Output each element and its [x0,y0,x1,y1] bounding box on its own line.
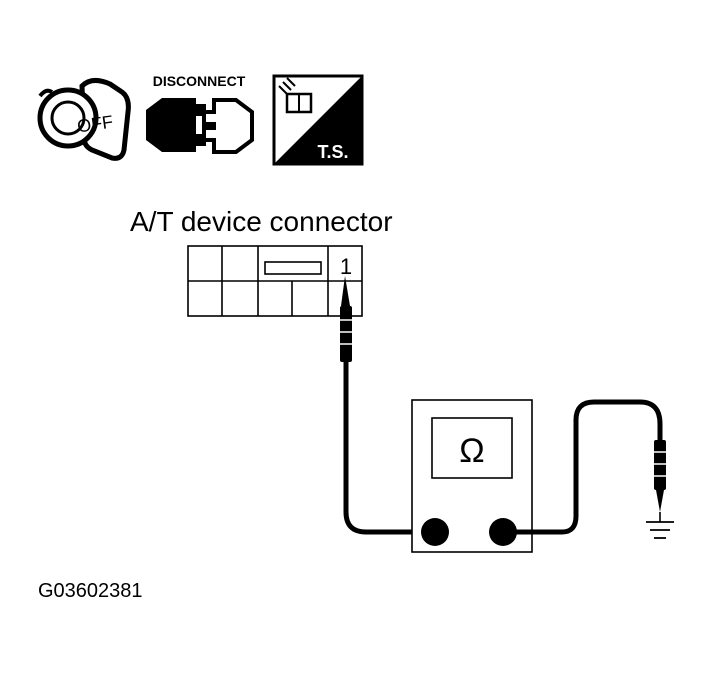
disconnect-connector-icon: DISCONNECT [146,73,254,154]
left-probe [340,276,434,535]
connector-title: A/T device connector [130,206,393,237]
meter-terminal-left [421,518,449,546]
ground-probe [503,399,666,535]
at-device-connector: 1 [187,245,363,317]
terminal-side-icon: T.S. [272,74,364,166]
ohmmeter: Ω [411,399,533,553]
ignition-off-label: OFF [76,112,114,137]
figure-id: G03602381 [38,580,143,602]
terminal-side-label: T.S. [317,142,348,162]
ignition-key-off-icon: OFF [37,78,131,161]
ground-icon [646,521,674,539]
terminal-number: 1 [340,254,352,279]
ohm-symbol: Ω [459,432,484,470]
disconnect-label: DISCONNECT [153,73,246,89]
